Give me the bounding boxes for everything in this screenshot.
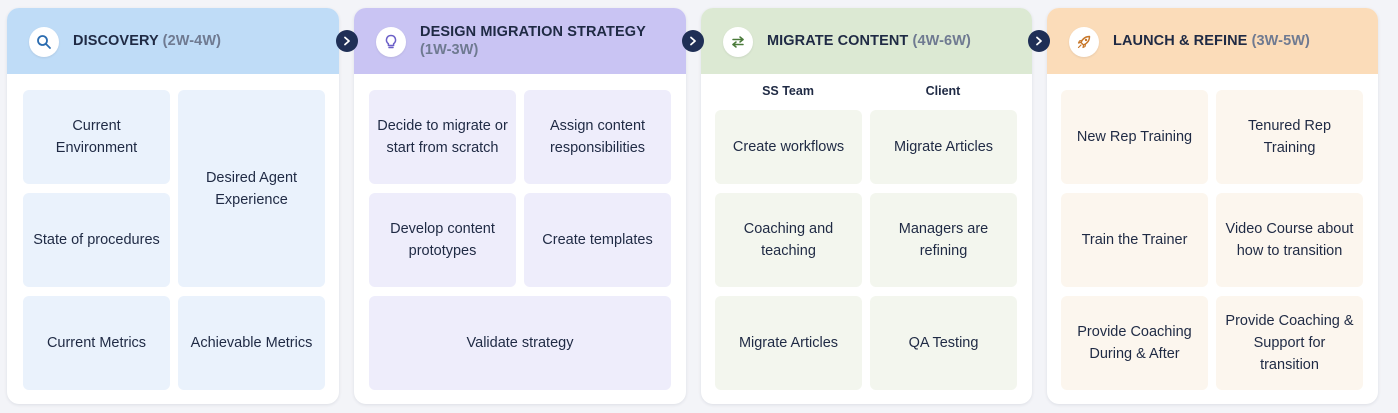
discovery-header: DISCOVERY (2W-4W) [7,8,339,74]
task-card: Current Metrics [23,296,170,390]
task-card: Current Environment [23,90,170,184]
team-label-ss: SS Team [762,84,814,98]
launch-refine-header-text: LAUNCH & REFINE (3W-5W) [1113,8,1368,74]
migrate-content-header: MIGRATE CONTENT (4W-6W) [701,8,1032,74]
discovery-header-text: DISCOVERY (2W-4W) [73,8,329,74]
task-card: Migrate Articles [715,296,862,390]
task-card: Tenured Rep Training [1216,90,1363,184]
chevron-right-icon [682,30,704,52]
discovery-column: DISCOVERY (2W-4W) Current Environment De… [7,8,339,404]
chevron-right-icon [1028,30,1050,52]
column-duration: (1W-3W) [420,42,479,58]
task-card: Migrate Articles [870,110,1017,184]
column-duration: (2W-4W) [162,33,222,49]
task-card: Managers are refining [870,193,1017,287]
task-card: Develop content prototypes [369,193,516,287]
task-card: Video Course about how to transition [1216,193,1363,287]
launch-refine-column: LAUNCH & REFINE (3W-5W) New Rep Training… [1047,8,1378,404]
task-card: New Rep Training [1061,90,1208,184]
design-migration-column: DESIGN MIGRATION STRATEGY (1W-3W) Decide… [354,8,686,404]
task-card: Provide Coaching During & After [1061,296,1208,390]
migrate-content-header-text: MIGRATE CONTENT (4W-6W) [767,8,1022,74]
team-label-client: Client [925,84,961,98]
column-title: DISCOVERY [73,33,159,49]
task-card: Provide Coaching & Support for transitio… [1216,296,1363,390]
swap-arrows-icon [723,27,753,57]
task-card: State of procedures [23,193,170,287]
task-card: Create templates [524,193,671,287]
chevron-right-icon [336,30,358,52]
search-icon [29,27,59,57]
column-duration: (4W-6W) [912,33,971,49]
task-card: Coaching and teaching [715,193,862,287]
lightbulb-icon [376,27,406,57]
task-card: Create workflows [715,110,862,184]
task-card: Assign content responsibilities [524,90,671,184]
task-card: Desired Agent Experience [178,90,325,287]
launch-refine-header: LAUNCH & REFINE (3W-5W) [1047,8,1378,74]
design-migration-header: DESIGN MIGRATION STRATEGY (1W-3W) [354,8,686,74]
column-title: DESIGN MIGRATION STRATEGY [420,24,646,40]
task-card: Decide to migrate or start from scratch [369,90,516,184]
rocket-icon [1069,27,1099,57]
task-card: Validate strategy [369,296,671,390]
design-migration-header-text: DESIGN MIGRATION STRATEGY (1W-3W) [420,8,676,74]
task-card: QA Testing [870,296,1017,390]
column-title: MIGRATE CONTENT [767,33,909,49]
task-card: Train the Trainer [1061,193,1208,287]
task-card: Achievable Metrics [178,296,325,390]
column-title: LAUNCH & REFINE [1113,33,1248,49]
column-duration: (3W-5W) [1251,33,1310,49]
migrate-content-column: MIGRATE CONTENT (4W-6W) SS Team Client C… [701,8,1032,404]
